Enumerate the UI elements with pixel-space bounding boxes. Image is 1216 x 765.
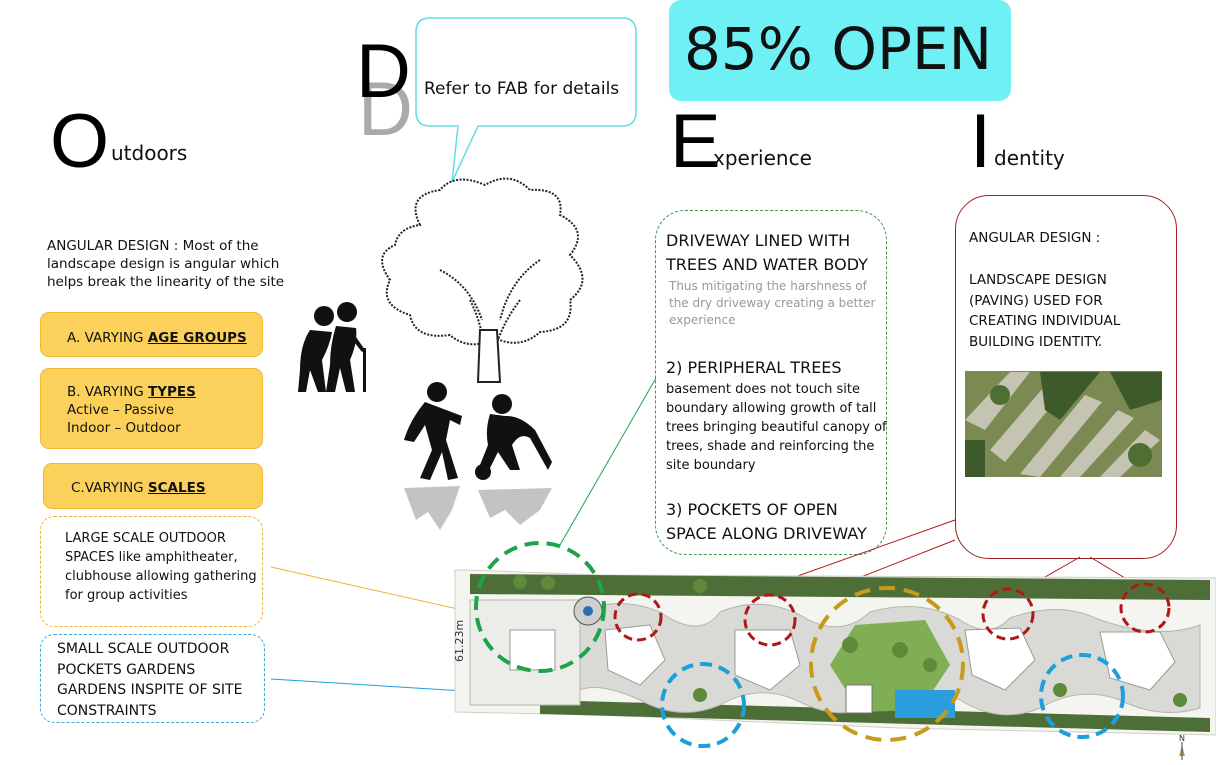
pill-age-groups: A. VARYING AGE GROUPS xyxy=(40,312,263,357)
experience-heading-2: 2) PERIPHERAL TREES xyxy=(666,358,842,377)
large-scale-box xyxy=(40,516,263,627)
large-scale-text: LARGE SCALE OUTDOOR SPACES like amphithe… xyxy=(65,531,257,603)
pill-types: B. VARYING TYPES Active – Passive Indoor… xyxy=(40,368,263,449)
experience-sub-1: Thus mitigating the harshness of the dry… xyxy=(669,279,876,327)
letter-d: D xyxy=(356,29,411,114)
blue-highlight-circle xyxy=(1039,653,1125,739)
open-space-banner xyxy=(669,0,1011,101)
elderly-couple-icon xyxy=(298,302,366,392)
pill-prefix: A. VARYING xyxy=(67,330,148,346)
red-highlight-circle xyxy=(1119,582,1171,634)
children-playing-icon xyxy=(404,382,552,480)
outdoors-intro: ANGULAR DESIGN : Most of the landscape d… xyxy=(47,238,285,290)
north-label: N xyxy=(1179,734,1185,743)
speech-bubble-text: Refer to FAB for details xyxy=(424,79,620,99)
pill-emphasis: TYPES xyxy=(148,384,196,400)
pill-prefix: B. VARYING xyxy=(67,384,149,400)
small-scale-text: SMALL SCALE OUTDOOR POCKETS GARDENS GARD… xyxy=(57,641,243,719)
word-experience: xperience xyxy=(713,146,812,170)
experience-heading-1: DRIVEWAY LINED WITH TREES AND WATER BODY xyxy=(666,231,868,274)
blue-highlight-circle xyxy=(660,662,746,748)
tree-icon xyxy=(381,177,584,346)
identity-heading: ANGULAR DESIGN : xyxy=(969,230,1101,246)
experience-body-2: basement does not touch site boundary al… xyxy=(666,382,887,473)
pill-scales: C.VARYING SCALES xyxy=(43,463,263,509)
letter-e: E xyxy=(670,99,721,184)
pill-line: Indoor – Outdoor xyxy=(67,420,181,436)
pill-line: Active – Passive xyxy=(67,402,175,418)
identity-body: LANDSCAPE DESIGN (PAVING) USED FOR CREAT… xyxy=(969,272,1121,350)
pill-prefix: C.VARYING xyxy=(71,480,148,496)
letter-o: O xyxy=(50,99,110,184)
north-arrow-icon: N xyxy=(1179,734,1185,760)
experience-heading-3: 3) POCKETS OF OPEN SPACE ALONG DRIVEWAY xyxy=(666,500,867,543)
pill-emphasis: SCALES xyxy=(147,480,206,496)
word-identity: dentity xyxy=(994,146,1065,170)
word-outdoors: utdoors xyxy=(111,141,188,165)
green-highlight-circle xyxy=(474,541,606,673)
experience-box xyxy=(655,210,887,555)
small-scale-box xyxy=(40,634,265,723)
pill-emphasis: AGE GROUPS xyxy=(147,330,247,346)
letter-i: I xyxy=(970,99,992,184)
red-highlight-circle xyxy=(613,592,663,642)
site-dimension-label: 61.23m xyxy=(453,620,466,662)
letter-d-shadow: D xyxy=(358,67,413,152)
red-highlight-circle xyxy=(743,593,797,647)
open-space-banner-text: 85% OPEN xyxy=(684,15,993,83)
identity-box xyxy=(955,195,1177,559)
gold-highlight-circle xyxy=(809,586,965,742)
red-highlight-circle xyxy=(981,587,1035,641)
